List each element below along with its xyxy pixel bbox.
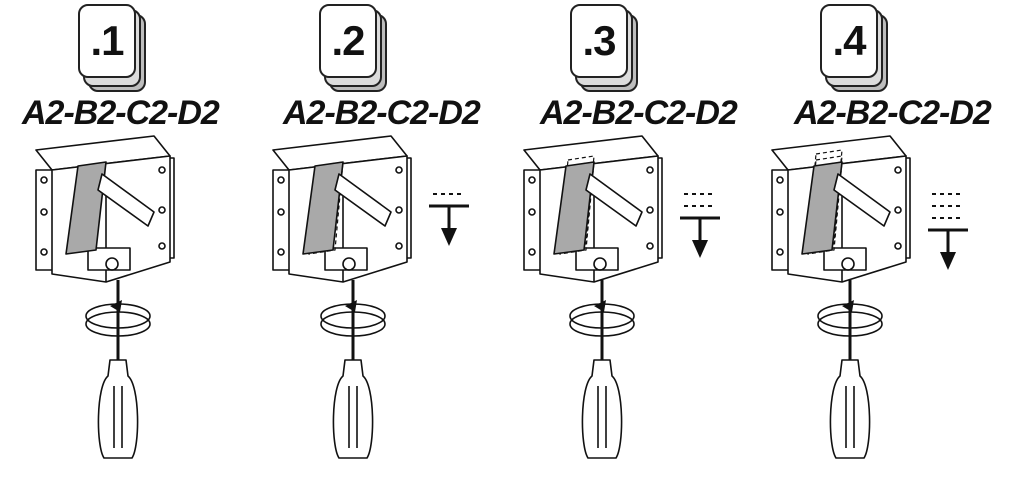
step-number-badge: .4 <box>820 4 888 92</box>
lever-arm <box>334 173 392 227</box>
screwdriver-handle <box>581 359 623 459</box>
adjust-screw <box>841 257 855 271</box>
flange-screw <box>277 176 285 184</box>
step-number: .1 <box>78 4 136 78</box>
height-indicator-icon <box>429 193 469 246</box>
down-arrow-icon <box>441 228 457 246</box>
housing-unit <box>272 135 412 283</box>
flange-screw <box>40 248 48 256</box>
release-lever <box>302 161 344 255</box>
rotation-arrow-icon <box>594 300 606 312</box>
release-lever <box>553 161 595 255</box>
flange-screw <box>277 248 285 256</box>
step-number-badge: .1 <box>78 4 146 92</box>
release-lever <box>801 161 843 255</box>
adjustment-illustration <box>35 135 175 459</box>
screwdriver-handle <box>829 359 871 459</box>
flange-screw <box>40 176 48 184</box>
step-number: .3 <box>570 4 628 78</box>
step-panel-1: .1 A2-B2-C2-D2 <box>0 0 255 477</box>
flange-screw <box>894 166 902 174</box>
rotation-arrow-icon <box>110 300 122 312</box>
rotation-arrow-icon <box>345 300 357 312</box>
adjust-screw <box>105 257 119 271</box>
flange-screw <box>776 176 784 184</box>
housing-unit <box>771 135 911 283</box>
screwdriver-handle <box>97 359 139 459</box>
flange-screw <box>646 166 654 174</box>
flange-screw <box>528 248 536 256</box>
model-code-label: A2-B2-C2-D2 <box>283 94 481 132</box>
height-indicator-icon <box>680 193 720 258</box>
model-code-label: A2-B2-C2-D2 <box>794 94 992 132</box>
flange-screw <box>528 176 536 184</box>
flange-screw <box>776 248 784 256</box>
model-code-label: A2-B2-C2-D2 <box>540 94 738 132</box>
flange-screw <box>158 206 166 214</box>
screwdriver <box>829 280 871 459</box>
model-code-label: A2-B2-C2-D2 <box>22 94 220 132</box>
adjust-screw <box>342 257 356 271</box>
flange-screw <box>528 208 536 216</box>
lever-arm <box>585 173 643 227</box>
step-number: .4 <box>820 4 878 78</box>
lever-arm <box>97 173 155 227</box>
release-lever <box>65 161 107 255</box>
flange-screw <box>776 208 784 216</box>
step-number-badge: .3 <box>570 4 638 92</box>
adjustment-illustration <box>523 135 720 459</box>
rotation-arrow-icon <box>842 300 854 312</box>
flange-screw <box>158 166 166 174</box>
flange-screw <box>894 206 902 214</box>
screwdriver-handle <box>332 359 374 459</box>
flange-screw <box>395 242 403 250</box>
step-panel-3: .3 A2-B2-C2-D2 <box>510 0 765 477</box>
screwdriver <box>97 280 139 459</box>
step-panel-2: .2 A2-B2-C2-D2 <box>255 0 510 477</box>
adjustment-illustration <box>771 135 968 459</box>
screwdriver <box>581 280 623 459</box>
height-indicator-icon <box>928 193 968 270</box>
flange-screw <box>40 208 48 216</box>
housing-unit <box>35 135 175 283</box>
adjust-screw <box>593 257 607 271</box>
step-panel-4: .4 A2-B2-C2-D2 <box>764 0 1019 477</box>
flange-screw <box>395 166 403 174</box>
flange-screw <box>646 206 654 214</box>
flange-screw <box>646 242 654 250</box>
flange-screw <box>158 242 166 250</box>
flange-screw <box>277 208 285 216</box>
step-number-badge: .2 <box>319 4 387 92</box>
down-arrow-icon <box>940 252 956 270</box>
screwdriver <box>332 280 374 459</box>
flange-screw <box>894 242 902 250</box>
down-arrow-icon <box>692 240 708 258</box>
step-number: .2 <box>319 4 377 78</box>
adjustment-illustration <box>272 135 469 459</box>
housing-unit <box>523 135 663 283</box>
flange-screw <box>395 206 403 214</box>
lever-arm <box>833 173 891 227</box>
